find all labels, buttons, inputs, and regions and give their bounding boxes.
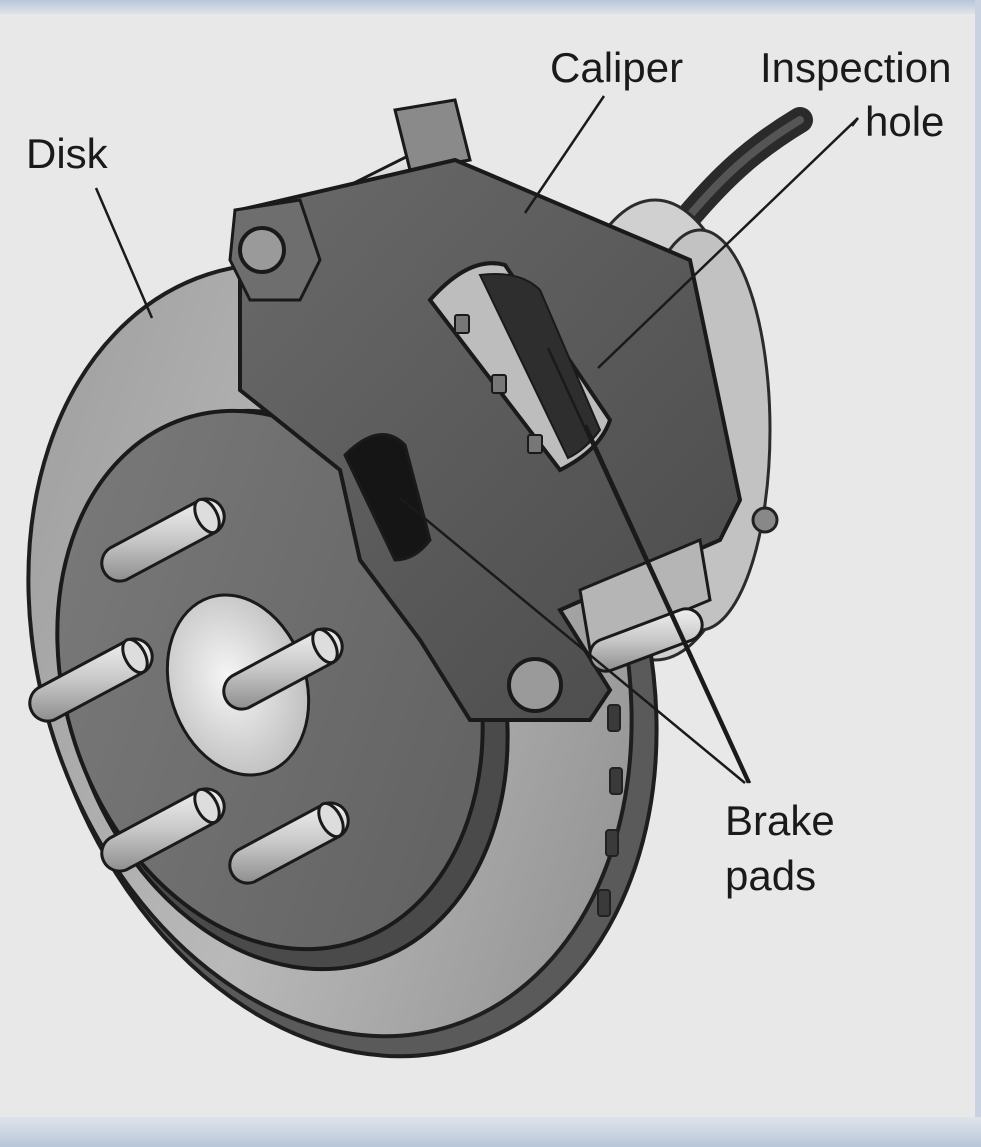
brake-pads-label-line1: Brake xyxy=(725,797,835,844)
bleed-screw-icon xyxy=(751,506,779,534)
brake-pads-leader-line xyxy=(584,424,752,784)
caliper-leader-line xyxy=(523,95,606,214)
disk-leader-line xyxy=(94,187,154,319)
brake-pads-leader-line xyxy=(546,347,750,784)
mount-bolt-icon xyxy=(507,657,563,713)
top-border xyxy=(0,0,981,14)
stud-icon xyxy=(100,497,226,583)
brake-pads-label-line2: pads xyxy=(725,852,816,899)
stud-icon xyxy=(228,801,350,885)
wheel-studs xyxy=(28,497,350,885)
mount-bolt-icon xyxy=(238,226,286,274)
leader-lines xyxy=(94,95,859,784)
inspection-hole-label-line2: hole xyxy=(865,98,944,145)
inspection-hole-label-line1: Inspection xyxy=(760,44,951,91)
brake-pads-leader-line xyxy=(399,497,746,784)
right-border xyxy=(975,0,981,1147)
stud-icon xyxy=(222,627,344,711)
caliper-label: Caliper xyxy=(550,44,683,91)
labels: Disk Caliper Inspection hole Brake pads xyxy=(26,44,951,899)
inspection-hole-leader-line xyxy=(597,117,859,369)
bottom-border xyxy=(0,1117,981,1147)
stud-icon xyxy=(100,787,226,873)
brake-caliper xyxy=(228,98,743,722)
disk-label: Disk xyxy=(26,130,109,177)
stud-icon xyxy=(28,637,154,723)
